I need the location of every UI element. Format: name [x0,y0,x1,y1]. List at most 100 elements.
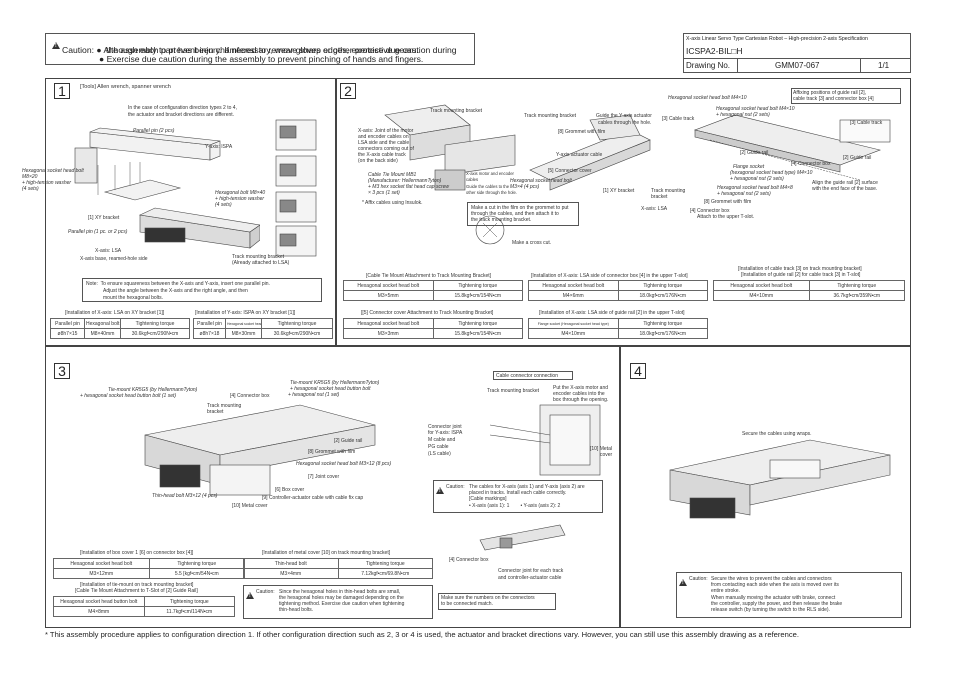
panel1-note-3: mount the hexagonal bolts. [103,295,164,301]
panel-2-number: 2 [340,83,356,99]
p3-t3-title-2: [Cable Tie Mount Attachment to T-Slot of… [75,588,198,594]
label-hex-bolt-left-2: M8×20 [22,174,38,180]
p2-affix: * Affix cables using Insulok. [362,200,423,206]
p3-t3-title-1: [Installation of tie-mount on track moun… [80,582,194,588]
p2-film-box [467,202,579,226]
p3-conn-box4b: [4] Connector box [449,557,489,563]
p3-metal-cover2-1: [10] Metal [590,446,612,452]
p3-tie-left-2: + hexagonal socket head button bolt (1 s… [80,393,177,399]
p2t1-h0: Hexagonal socket head bolt [343,280,434,291]
p2t1-r1: 15.8kgf•cm/154N•cm [432,290,523,301]
label-x-axis: X-axis: LSA [95,248,122,254]
label-parallel-pin-2: Parallel pin (2 pcs) [133,128,175,134]
p2-track-bracket-b: Track mounting bracket [524,113,577,119]
config-note-1: In the case of configuration direction t… [128,105,237,111]
header-caution-line1: ● Although each part has been chamfered … [96,45,457,55]
p3-caution-cable-icon [436,482,444,500]
p2-x-joint-3: LSA side and the cable [358,140,410,146]
t1r-h1: Hexagonal socket head bolt [225,318,262,329]
p3-joint-y-4: PG cable [428,444,449,450]
p2-x-joint-2: and encoder cables on [358,134,409,140]
p3-joint-cover: [7] Joint cover [308,474,340,480]
p2t1-r0: M3×5mm [343,290,434,301]
p4-caution-2: from contacting each side when the axis … [711,582,839,588]
spec-title: X-axis Linear Servo Type Cartesian Robot… [686,36,868,42]
t1l-r1: M8×40mm [84,328,121,339]
p2t4-h1: Tightening torque [432,318,523,329]
p3-joint-y-5: (LS cable) [428,451,451,457]
p2-hex-m4-10b-1: Hexagonal socket head bolt M4×10 [716,106,795,112]
panel3-drawing [144,404,376,496]
panel-4 [620,346,911,628]
t1l-r0: ø8h7×15 [50,328,85,339]
p2-t4-title: [[5] Connector cover Attachment to Track… [361,310,494,316]
p3-grommet: [8] Grommet with film [308,449,356,455]
p2-x-motor-3: Guide the cables to the [466,184,510,189]
label-y-axis: Y-axis: ISPA [205,144,233,150]
p2-x-joint-1: X-axis: Joint of the motor [358,128,414,134]
footer-note: * This assembly procedure applies to con… [45,630,800,639]
panel1-config-thumbnails [275,119,317,257]
panel2-drawing-left [384,104,516,245]
p2-t1-title: [Cable Tie Mount Attachment to Track Mou… [366,273,492,279]
model-name: ICSPA2-BIL□H [686,46,743,56]
p3-t2-title: [Installation of metal cover [10] on tra… [262,550,391,556]
p2-x-motor-2: cables [466,177,479,182]
t1r-h2: Tightening torque [261,318,333,329]
t1l-h2: Tightening torque [120,318,190,329]
tools-text: [Tools] Allen wrench, spanner wrench [80,84,171,90]
p2-hex-m4-8-1: Hexagonal socket head bolt M4×8 [717,185,793,191]
panel-3 [45,346,620,628]
header-caution-line2: the assembly to prevent injury. If neces… [106,45,419,55]
p3-put-1: Put the X-axis motor and [553,385,609,391]
p3t3-r0: M4×8mm [53,606,145,617]
p3t2-h1: Tightening torque [337,558,433,569]
p2-affix-pos-box [791,88,901,104]
p2-xy-bracket: [1] XY bracket [603,188,635,194]
panel4-drawing [669,439,891,519]
p2-x-joint-4: connectors coming out of [358,146,414,152]
t1r-r2: 30.6kgf•cm/290N•cm [261,328,333,339]
panel-2 [336,78,911,346]
panel-3-number: 3 [54,363,70,379]
p3-caution-cable-4: • X-axis (axis 1): 1 • Y-axis (axis 2): … [469,503,561,509]
label-hex-bolt-left-1: Hexagonal socket head bolt [22,168,84,174]
p3-put-2: encoder cables into the [553,391,605,397]
p2-align-2: with the end face of the base. [812,186,878,192]
p2-grommet8b: [8] Grommet with film [704,199,752,205]
p4-caution-4: When manually moving the actuator with b… [711,595,836,601]
p3-caution-hex-word: Caution: [256,589,275,595]
p2-cross-cut: Make a cross cut. [512,240,552,246]
p2-table-5: Flange socket (Hexagonal socket head typ… [528,318,708,339]
p3-joint-y-2: for Y-axis: ISPA [428,430,463,436]
p2-cable-tie-4: × 3 pcs (1 set) [368,190,400,196]
p2-cable-track3: [3] Cable track [662,116,695,122]
p2t4-r1: 15.8kgf•cm/154N•cm [432,328,523,339]
p2-cable-tie-2: (Manufacturer: HellermannTyton) [368,178,442,184]
p3-conn-box4: [4] Connector box [230,393,270,399]
p3t1-h1: Tightening torque [148,558,245,569]
panel1-note-1: Note: To ensure squareness between the X… [86,281,270,287]
p2t5-h1: Tightening torque [617,318,708,329]
label-hex-bolt-left-3: + high-tension washer [22,180,72,186]
p2t3-h0: Hexagonal socket head bolt [713,280,810,291]
p3-thin-head: Thin-head bolt M3×12 (4 pcs) [152,493,218,499]
p3-hex-m3-12: Hexagonal socket head bolt M3×12 (8 pcs) [296,461,392,467]
t1r-r0: ø8h7×18 [193,328,226,339]
p2-cable-tie-3: + M3 hex socket flat head cap screw [368,184,450,190]
p3-caution-cable-1: The cables for X-axis (axis 1) and Y-axi… [469,484,585,490]
p2-film-1: Make a cut in the film on the grommet to… [471,205,569,211]
p3t1-r1: 5.5 [kgf•cm/54N•cm [148,568,245,579]
p2-t3-title-1: [Installation of cable track [3] on trac… [738,266,862,272]
p3-guide-rail: [2] Guide rail [334,438,363,444]
p2-guide-y2: cables through the hole. [598,120,652,126]
t1l-h1: Hexagonal bolt [84,318,121,329]
p2-guide-rail2b: [2] Guide rail [843,155,872,161]
p3-cable-conn-box [493,371,573,380]
p3t2-r0: M3×4mm [243,568,339,579]
